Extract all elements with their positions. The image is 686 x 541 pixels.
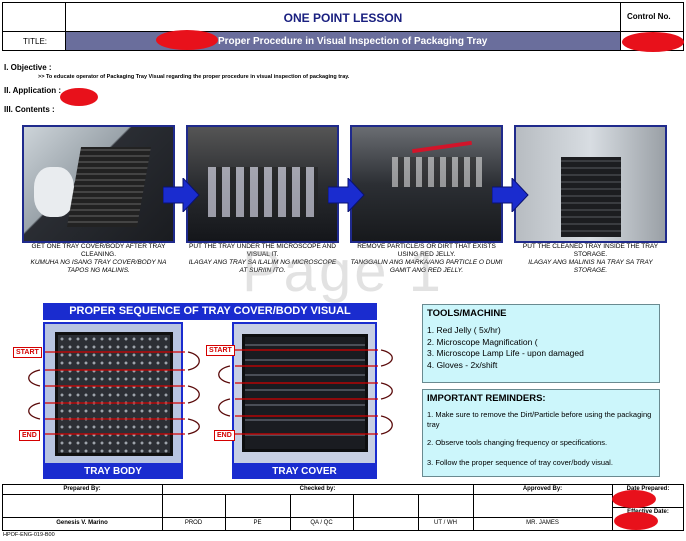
tray-cover-label: TRAY COVER — [232, 465, 377, 479]
control-no-label: Control No. — [627, 12, 671, 21]
footer-col-divider — [473, 484, 474, 531]
next-step-arrow-icon — [327, 176, 366, 217]
page-watermark: Page 1 — [242, 239, 444, 304]
tool-item: 2. Microscope Magnification ( — [427, 336, 538, 347]
redaction-mark — [622, 32, 684, 52]
footer-col-divider — [225, 494, 226, 531]
dept-pe: PE — [253, 520, 262, 526]
footer-row-divider — [612, 507, 684, 508]
preparer-name: Genesis V. Marino — [56, 520, 108, 526]
tray-body-label: TRAY BODY — [43, 465, 183, 479]
tool-item: 4. Gloves - 2x/shift — [427, 359, 498, 370]
important-reminders-box: IMPORTANT REMINDERS: 1. Make sure to rem… — [422, 389, 660, 477]
reminder-item: 3. Follow the proper sequence of tray co… — [427, 458, 613, 467]
tools-machine-box: TOOLS/MACHINE 1. Red Jelly ( 5x/hr) 2. M… — [422, 304, 660, 383]
footer-col-divider — [290, 494, 291, 531]
reminder-item: 2. Observe tools changing frequency or s… — [427, 438, 608, 447]
step-3-photo — [350, 125, 503, 243]
prepared-by-label: Prepared By: — [63, 486, 101, 492]
tray-cover-end-label: END — [214, 430, 235, 441]
title-label: TITLE: — [23, 37, 48, 46]
footer-row-divider — [2, 494, 612, 495]
step-1-photo — [22, 125, 175, 243]
footer-row-divider — [2, 517, 612, 518]
footer-col-divider — [418, 494, 419, 531]
dept-qa-qc: QA / QC — [310, 520, 333, 526]
footer-col-divider — [353, 494, 354, 531]
tool-item: 3. Microscope Lamp Life - upon damaged — [427, 348, 584, 358]
next-step-arrow-icon — [162, 176, 201, 217]
approver-name: MR. JAMES — [526, 520, 559, 526]
objective-label: I. Objective : — [4, 63, 52, 72]
step-1-caption: GET ONE TRAY COVER/BODY AFTER TRAY CLEAN… — [30, 243, 167, 274]
approved-by-label: Approved By: — [522, 486, 563, 492]
tray-body-start-label: START — [13, 347, 42, 358]
reminder-item: 1. Make sure to remove the Dirt/Particle… — [427, 410, 652, 429]
redaction-mark — [60, 88, 98, 106]
form-number: HPOF-ENG-019-B00 — [3, 532, 55, 538]
document-title: Proper Procedure in Visual Inspection of… — [218, 36, 488, 47]
date-prepared-label: Date Prepared: — [626, 486, 670, 492]
redaction-mark — [156, 30, 218, 50]
checked-by-label: Checked by: — [299, 486, 336, 492]
step-2-caption: PUT THE TRAY UNDER THE MICROSCOPE AND VI… — [188, 243, 337, 274]
reminders-heading: IMPORTANT REMINDERS: — [427, 393, 546, 404]
tray-cover-start-label: START — [206, 345, 235, 356]
step-4-caption: PUT THE CLEANED TRAY INSIDE THE TRAY STO… — [522, 243, 659, 274]
redaction-mark — [612, 490, 656, 508]
tools-heading: TOOLS/MACHINE — [427, 308, 507, 319]
dept-ut-wh: UT / WH — [434, 520, 457, 526]
footer-col-divider — [162, 484, 163, 531]
dept-prod: PROD — [184, 520, 203, 526]
objective-text: >> To educate operator of Packaging Tray… — [38, 74, 350, 80]
effective-date-label: Effective Date: — [627, 509, 669, 515]
tray-body-image — [43, 322, 183, 465]
redaction-mark — [614, 512, 658, 530]
application-label: II. Application : — [4, 86, 62, 95]
tray-body-end-label: END — [19, 430, 40, 441]
contents-label: III. Contents : — [4, 105, 55, 114]
sequence-title-bar: PROPER SEQUENCE OF TRAY COVER/BODY VISUA… — [43, 303, 377, 320]
step-3-caption: REMOVE PARTICLE/S OR DIRT THAT EXISTS US… — [350, 243, 503, 274]
page-title: ONE POINT LESSON — [283, 11, 403, 25]
tool-item: 1. Red Jelly ( 5x/hr) — [427, 325, 501, 335]
tray-cover-image — [232, 322, 377, 465]
next-step-arrow-icon — [491, 176, 530, 217]
